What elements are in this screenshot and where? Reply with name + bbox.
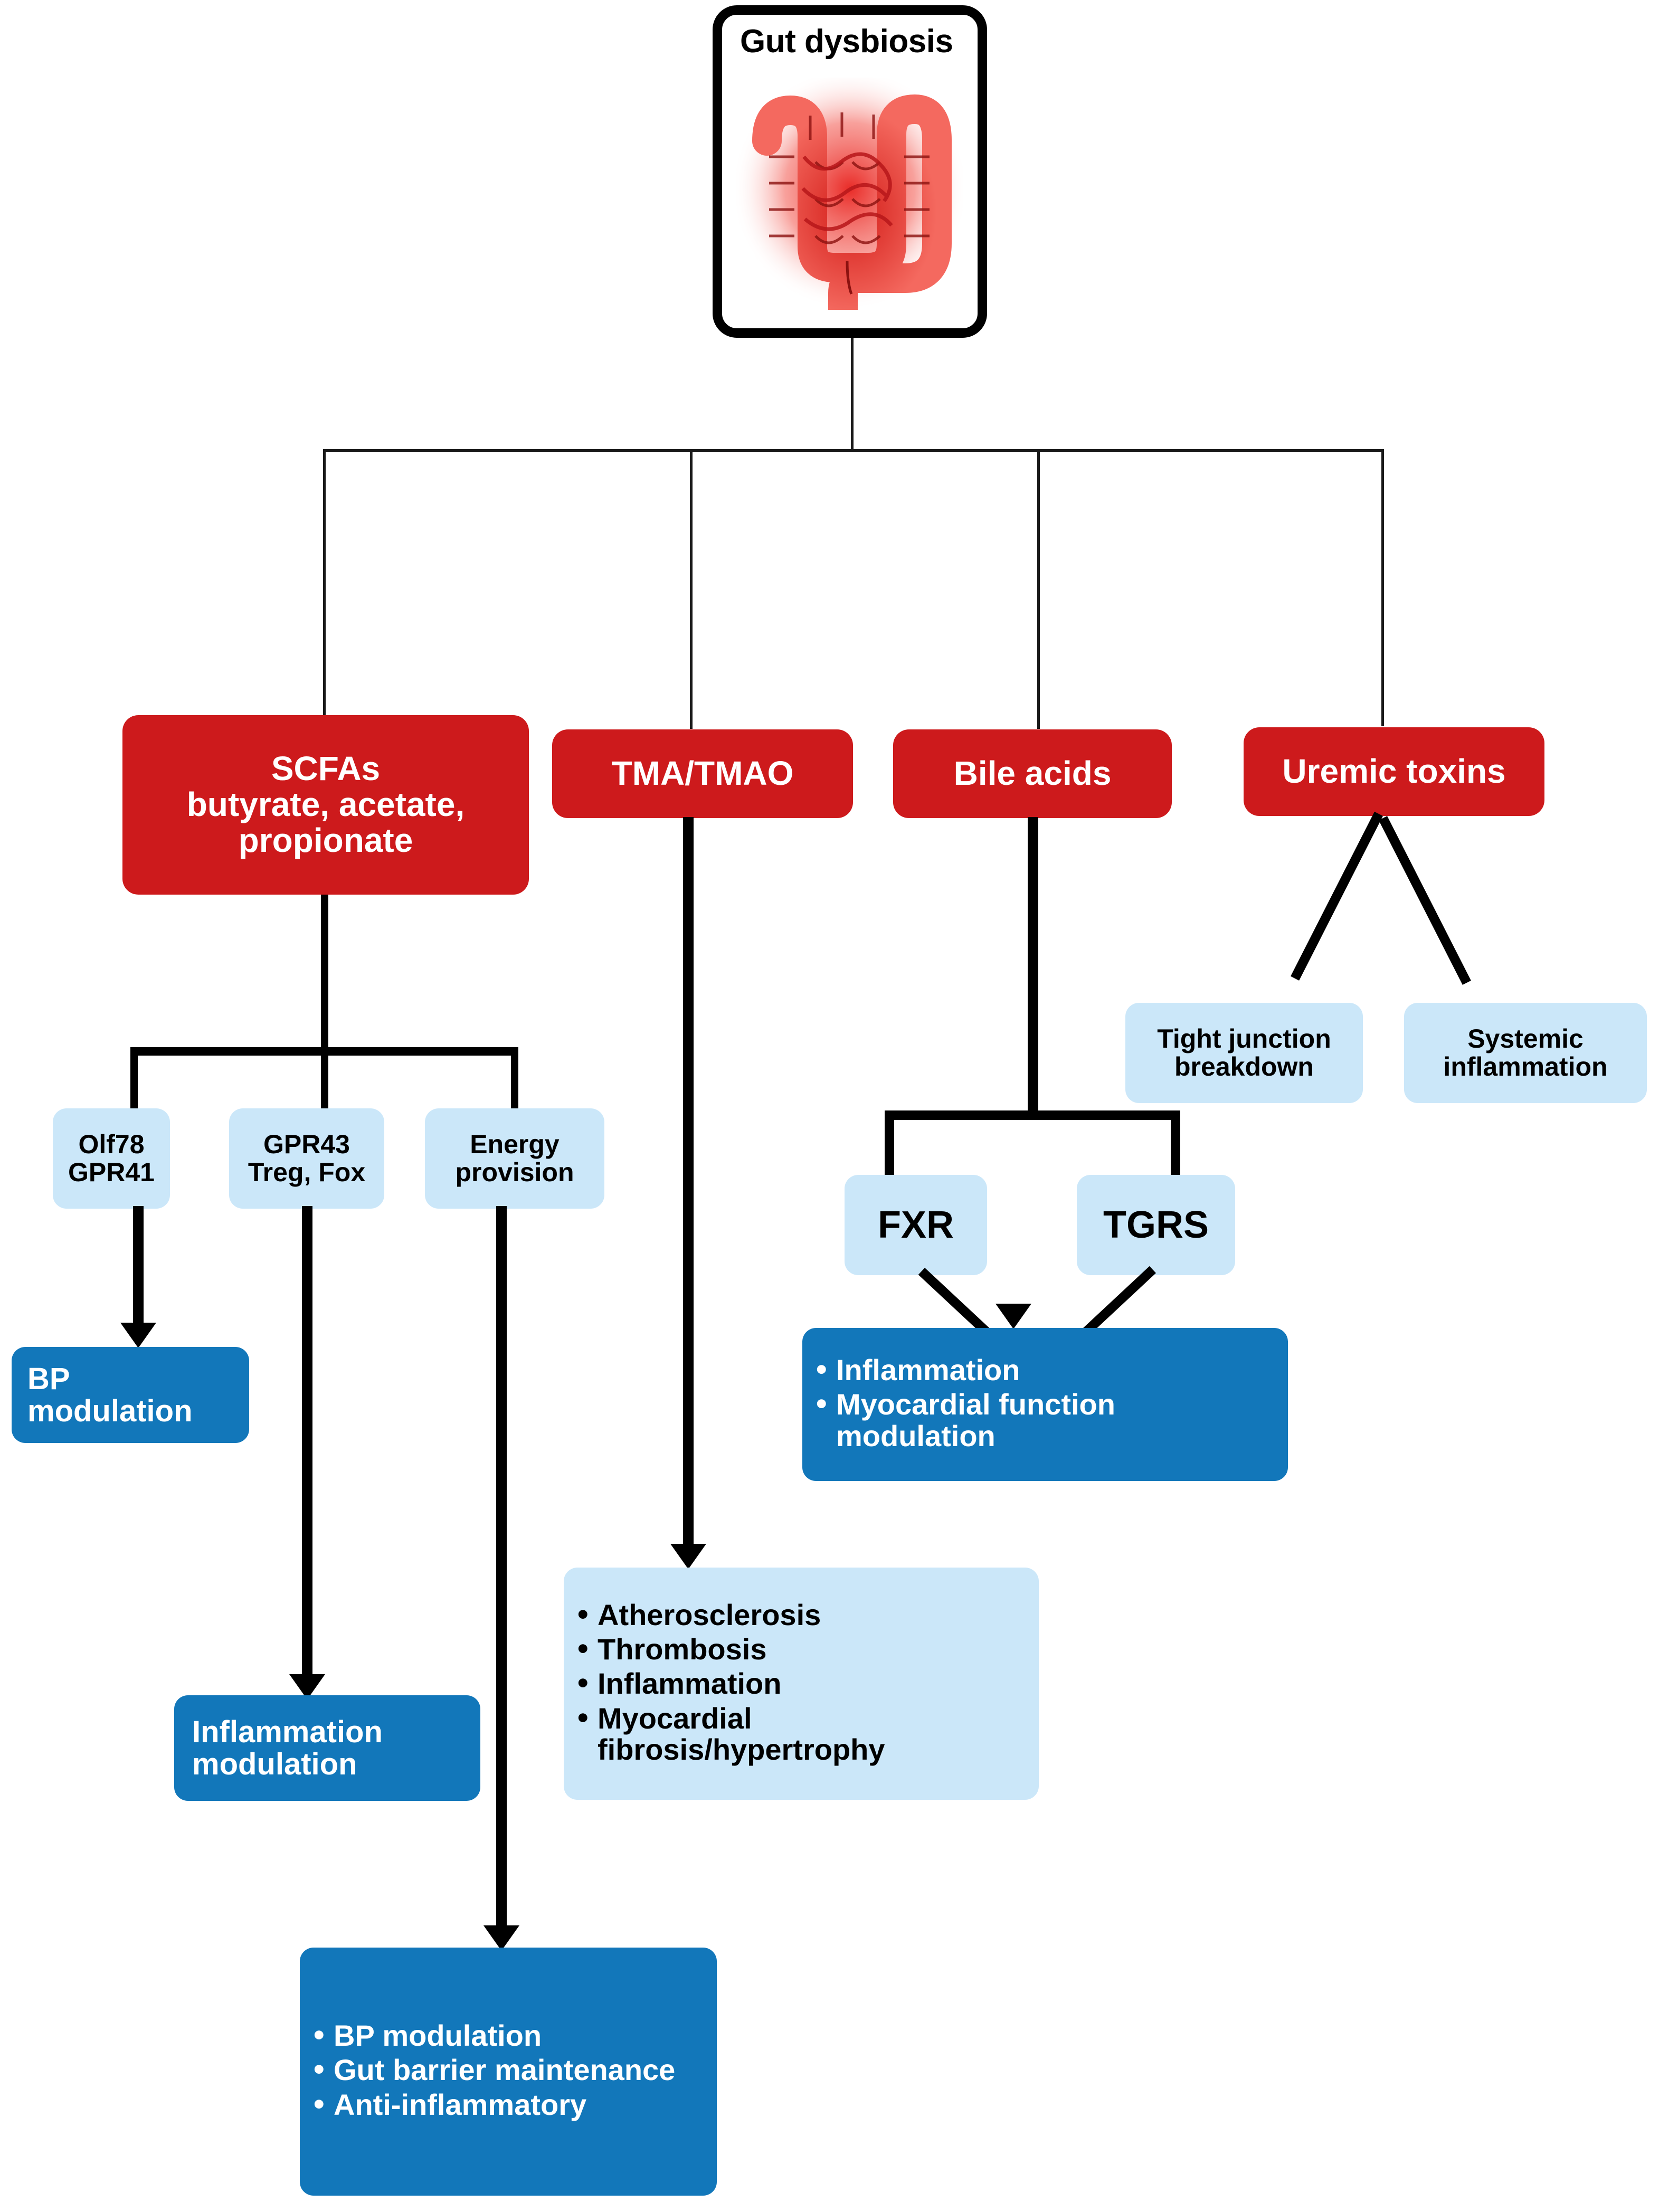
arrowhead-tmao-outcomes — [670, 1544, 706, 1569]
node-energy-provision: Energy provision — [425, 1108, 604, 1209]
node-inflammation-modulation-line-0: Inflammation — [192, 1714, 383, 1749]
node-olf78-gpr41-line-0: Olf78 — [78, 1129, 145, 1159]
list-item: Myocardial function modulation — [812, 1388, 1283, 1451]
connector-uremic-to-systemic-inflammation — [1378, 816, 1471, 985]
node-bile-acids-label: Bile acids — [953, 754, 1112, 793]
node-tgrs: TGRS — [1077, 1175, 1235, 1275]
node-systemic-inflammation-line-0: Systemic — [1467, 1024, 1584, 1053]
node-tight-junction-breakdown: Tight junction breakdown — [1125, 1003, 1363, 1103]
list-item: BP modulation — [309, 2019, 712, 2052]
node-bp-modulation: BP modulation — [12, 1347, 249, 1443]
connector-scfas-to-olf78 — [130, 1047, 138, 1113]
node-uremic-toxins-label: Uremic toxins — [1282, 752, 1506, 791]
connector-gpr43-to-inflammation — [302, 1206, 312, 1682]
node-tight-junction-breakdown-line-0: Tight junction — [1157, 1024, 1331, 1053]
connector-drop-tmao — [690, 449, 693, 729]
node-gut-dysbiosis-label: Gut dysbiosis — [740, 23, 953, 60]
list-item: Inflammation — [573, 1667, 1034, 1700]
connector-tmao-to-outcomes — [683, 817, 694, 1551]
node-gpr43-treg-fox: GPR43 Treg, Fox — [229, 1108, 384, 1209]
connector-bile-to-tgrs — [1171, 1110, 1180, 1179]
connector-energy-to-outcomes — [496, 1206, 507, 1941]
node-fxr: FXR — [845, 1175, 987, 1275]
node-bile-acids: Bile acids — [893, 729, 1172, 818]
connector-root-stem — [851, 338, 854, 451]
node-systemic-inflammation: Systemic inflammation — [1404, 1003, 1647, 1103]
list-item: Inflammation — [812, 1353, 1283, 1387]
node-energy-outcomes-list: BP modulation Gut barrier maintenance An… — [300, 2019, 717, 2123]
node-tmao-outcomes-list: Atherosclerosis Thrombosis Inflammation … — [564, 1598, 1039, 1769]
node-tmao: TMA/TMAO — [552, 729, 853, 818]
connector-bile-bus — [885, 1110, 1180, 1120]
arrowhead-bp-modulation — [120, 1323, 156, 1348]
node-energy-provision-line-1: provision — [455, 1157, 574, 1187]
colon-intestine-icon — [722, 59, 978, 328]
node-bile-outcomes-list: Inflammation Myocardial function modulat… — [802, 1353, 1288, 1455]
arrowhead-bile-outcomes — [996, 1304, 1031, 1329]
node-tmao-outcomes: Atherosclerosis Thrombosis Inflammation … — [564, 1568, 1039, 1800]
connector-drop-bile — [1037, 449, 1040, 729]
node-olf78-gpr41: Olf78 GPR41 — [53, 1108, 170, 1209]
list-item: Atherosclerosis — [573, 1598, 1034, 1631]
node-bp-modulation-line-0: BP — [27, 1361, 70, 1396]
list-item: Thrombosis — [573, 1632, 1034, 1666]
list-item: Myocardial fibrosis/hypertrophy — [573, 1702, 1034, 1765]
node-scfas-line-0: SCFAs — [271, 749, 381, 788]
node-scfas-line-2: propionate — [238, 821, 413, 859]
connector-drop-uremic — [1381, 449, 1384, 726]
node-gut-dysbiosis: Gut dysbiosis — [713, 5, 987, 338]
node-uremic-toxins: Uremic toxins — [1244, 727, 1544, 816]
node-systemic-inflammation-line-1: inflammation — [1443, 1052, 1608, 1081]
node-gpr43-treg-fox-line-0: GPR43 — [263, 1129, 350, 1159]
node-energy-provision-line-0: Energy — [470, 1129, 560, 1159]
node-olf78-gpr41-line-1: GPR41 — [68, 1157, 155, 1187]
node-bp-modulation-line-1: modulation — [27, 1394, 193, 1428]
node-tight-junction-breakdown-line-1: breakdown — [1174, 1052, 1314, 1081]
connector-drop-scfas — [323, 449, 326, 716]
connector-uremic-to-tight-junction — [1291, 811, 1383, 981]
node-tgrs-label: TGRS — [1103, 1203, 1209, 1246]
node-scfas: SCFAs butyrate, acetate, propionate — [122, 715, 529, 895]
node-inflammation-modulation-line-1: modulation — [192, 1747, 357, 1781]
connector-scfas-to-gpr43 — [321, 1047, 328, 1113]
list-item: Anti-inflammatory — [309, 2088, 712, 2121]
node-gpr43-treg-fox-line-1: Treg, Fox — [248, 1157, 366, 1187]
node-energy-outcomes: BP modulation Gut barrier maintenance An… — [300, 1948, 717, 2196]
list-item: Gut barrier maintenance — [309, 2053, 712, 2086]
node-inflammation-modulation: Inflammation modulation — [174, 1695, 480, 1801]
node-scfas-line-1: butyrate, acetate, — [186, 785, 465, 824]
arrowhead-energy-outcomes — [484, 1925, 519, 1951]
connector-olf78-to-bp — [133, 1206, 144, 1329]
node-fxr-label: FXR — [878, 1203, 954, 1246]
connector-scfas-stem — [321, 895, 328, 1053]
connector-scfas-to-energy — [511, 1047, 518, 1113]
node-bile-outcomes: Inflammation Myocardial function modulat… — [802, 1328, 1288, 1481]
connector-root-bus — [323, 449, 1384, 452]
connector-bile-stem — [1028, 817, 1038, 1119]
node-tmao-label: TMA/TMAO — [611, 754, 794, 793]
connector-bile-to-fxr — [885, 1110, 894, 1179]
